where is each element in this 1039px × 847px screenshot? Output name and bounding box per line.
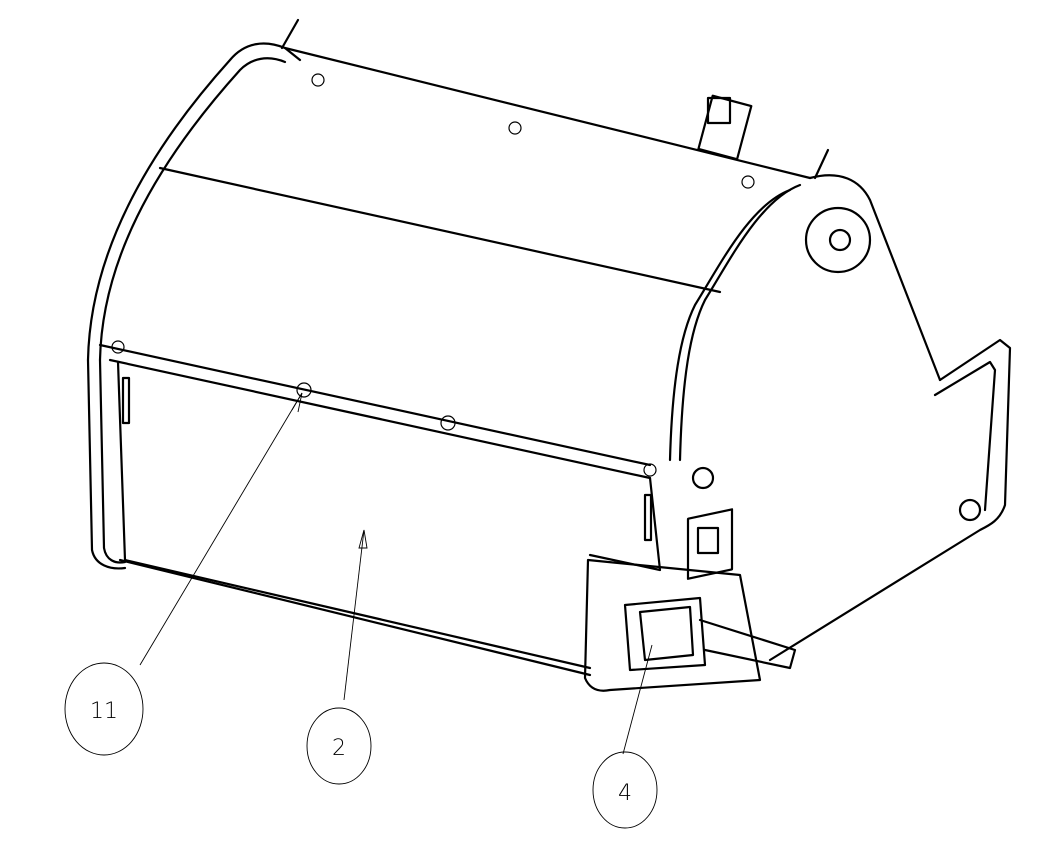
balloon-11: 11 xyxy=(64,662,144,756)
balloon-label: 11 xyxy=(90,699,118,724)
balloon-label: 4 xyxy=(618,781,632,806)
leader-line-4 xyxy=(622,644,653,755)
balloon-4: 4 xyxy=(592,751,658,829)
arrowhead-2 xyxy=(358,529,368,549)
leader-line-11 xyxy=(139,392,303,666)
device-body xyxy=(86,18,1012,692)
leader-line-2 xyxy=(343,529,365,701)
balloon-2: 2 xyxy=(306,707,372,785)
arrowhead-11 xyxy=(291,392,303,413)
balloon-label: 2 xyxy=(332,736,346,761)
